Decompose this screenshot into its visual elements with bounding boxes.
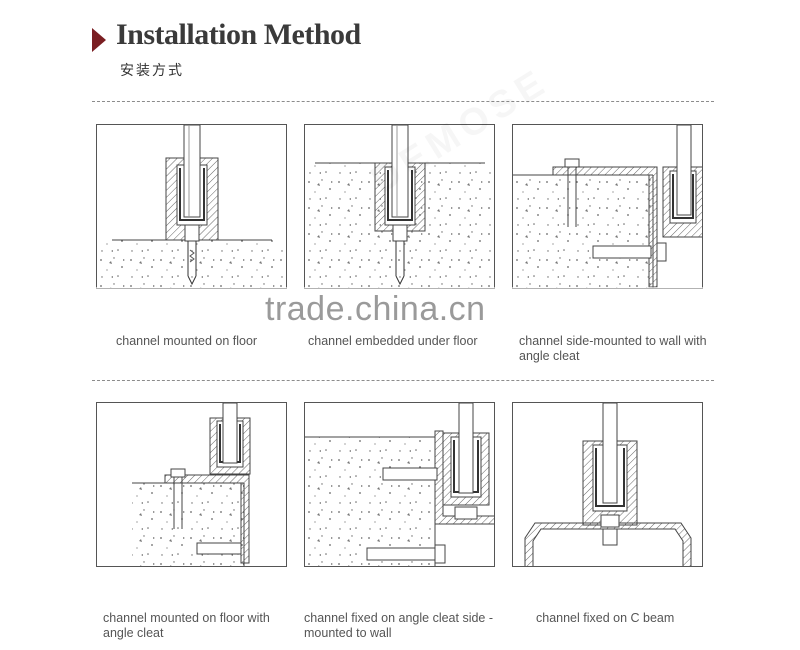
page-subtitle: 安装方式 [120,63,184,79]
watermark-text: trade.china.cn [265,290,486,328]
section-marker [92,28,106,52]
caption-side-wall: channel side-mounted to wall with angle … [519,334,707,363]
diagram-cleat-side-wall [304,402,495,567]
diagram-side-wall-cleat [512,124,703,289]
divider-top [92,101,714,102]
divider-middle [92,380,714,381]
diagram-floor-mount [96,124,287,289]
page-title: Installation Method [116,18,361,51]
caption-cleat-side-wall: channel fixed on angle cleat side -mount… [304,611,494,640]
watermark-band [0,287,800,335]
diagram-c-beam [512,402,703,567]
caption-floor-cleat: channel mounted on floor with angle clea… [103,611,270,640]
caption-embedded: channel embedded under floor [308,334,478,348]
caption-c-beam: channel fixed on C beam [536,611,675,625]
caption-floor: channel mounted on floor [116,334,258,348]
diagram-floor-cleat [96,402,287,567]
diagram-embedded-floor [304,124,495,289]
